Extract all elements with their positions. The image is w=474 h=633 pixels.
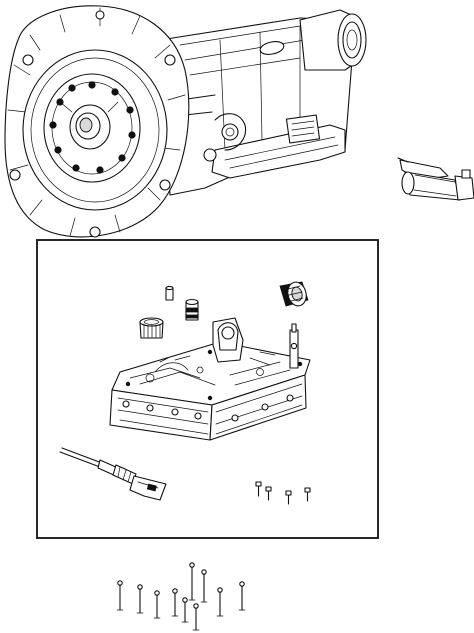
converter-bolt-ring [49, 81, 136, 174]
wiring-connector-icon [59, 447, 167, 501]
filter-cap-knurled-icon [139, 317, 164, 339]
bolt-icon [265, 486, 272, 501]
valve-body-icon [109, 317, 311, 441]
kit-bolts [255, 481, 311, 505]
filter-cylinder-icon [279, 281, 309, 307]
bolt-icon [238, 581, 246, 611]
bolt-icon [153, 590, 161, 619]
transmission-assembly-icon [4, 5, 367, 238]
filter-cap-icon [165, 285, 174, 301]
bolt-icon [255, 481, 262, 497]
bolt-icon [181, 597, 189, 623]
seal-cylinder-icon [185, 298, 199, 321]
bolt-icon [200, 569, 208, 603]
bolt-icon [216, 587, 224, 617]
solenoid-sensor-icon [397, 157, 474, 201]
bolt-icon [136, 584, 144, 614]
bolt-icon [285, 490, 292, 505]
bolt-icon [116, 580, 124, 611]
bolt-icon [192, 603, 200, 631]
kit-frame [36, 239, 379, 539]
bolt-icon [171, 588, 179, 617]
bolt-set [116, 562, 246, 631]
bolt-icon [188, 562, 196, 601]
bolt-icon [304, 487, 311, 502]
